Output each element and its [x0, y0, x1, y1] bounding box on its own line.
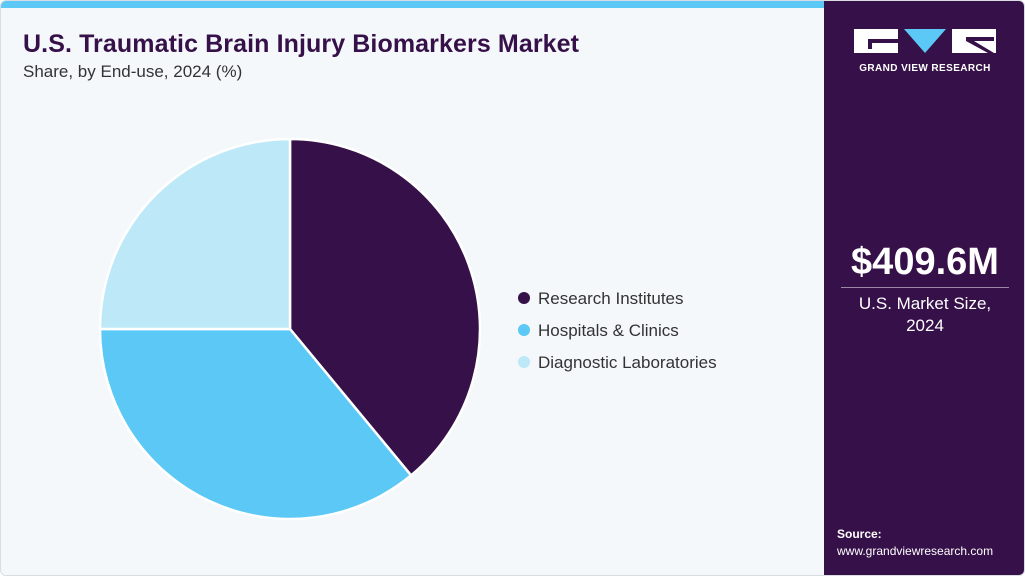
market-size-label-line1: U.S. Market Size,	[858, 294, 992, 313]
legend-marker	[518, 356, 530, 368]
market-size-label: U.S. Market Size, 2024	[824, 293, 1024, 337]
legend-item-hospitals-clinics: Hospitals & Clinics	[518, 321, 679, 340]
pie-slices	[98, 137, 482, 521]
grand-view-research-logo[interactable]: GRAND VIEW RESEARCH	[854, 29, 996, 79]
pie-slice-hospitals-clinics	[98, 327, 413, 521]
market-size-label-line2: 2024	[906, 316, 944, 335]
legend-label: Diagnostic Laboratories	[538, 353, 717, 372]
source-link[interactable]: www.grandviewresearch.com	[837, 544, 994, 558]
legend-item-diagnostic-laboratories: Diagnostic Laboratories	[518, 353, 717, 372]
legend-item-research-institutes: Research Institutes	[518, 289, 684, 308]
chart-subtitle: Share, by End-use, 2024 (%)	[23, 62, 243, 81]
source-label: Source:	[837, 527, 882, 541]
chart-panel: U.S. Traumatic Brain Injury Biomarkers M…	[1, 1, 824, 575]
chart-title: U.S. Traumatic Brain Injury Biomarkers M…	[23, 30, 580, 58]
legend-marker	[518, 292, 530, 304]
market-size-value: $409.6M	[851, 241, 999, 283]
divider	[841, 287, 1009, 288]
summary-sidebar: GRAND VIEW RESEARCH $409.6M U.S. Market …	[824, 1, 1024, 575]
legend-marker	[518, 324, 530, 336]
legend-label: Research Institutes	[538, 289, 684, 308]
pie-slice-diagnostic-laboratories	[98, 137, 292, 331]
logo-mark-icon	[854, 29, 996, 53]
legend-label: Hospitals & Clinics	[538, 321, 679, 340]
pie-slice-research-institutes	[288, 137, 482, 477]
logo-text: GRAND VIEW RESEARCH	[859, 63, 991, 74]
top-accent-bar	[1, 1, 824, 8]
